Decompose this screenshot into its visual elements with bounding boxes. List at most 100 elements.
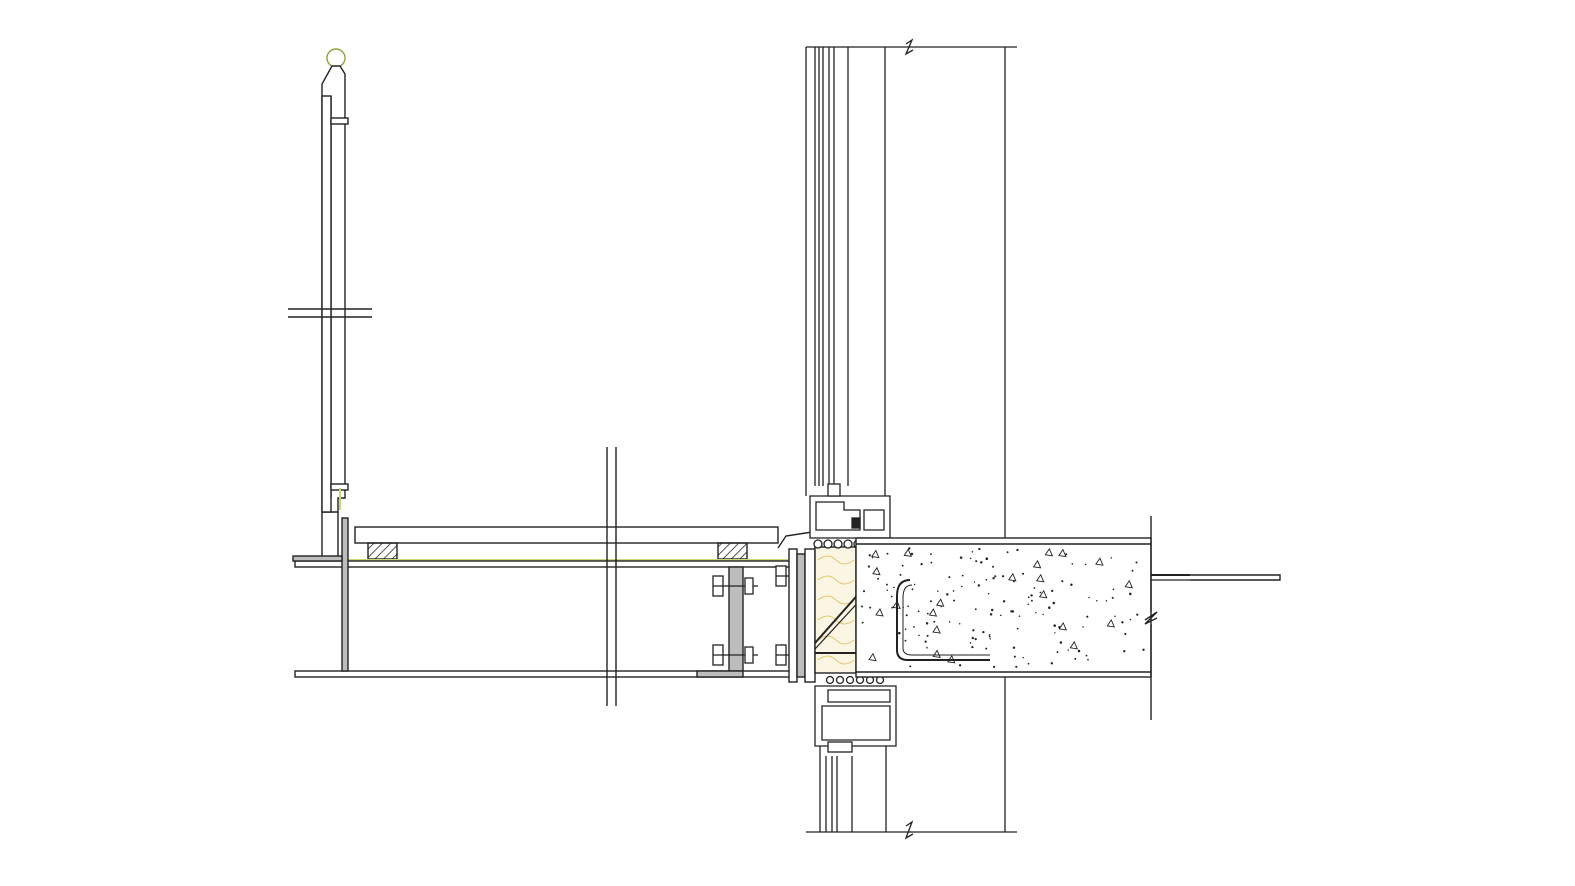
aggregate-stone <box>903 548 912 557</box>
aggregate-stone <box>1069 640 1079 650</box>
aggregate-stone <box>868 652 877 662</box>
aggregate-dot <box>1056 651 1059 654</box>
aggregate-dot <box>1114 615 1116 617</box>
lower-head-profile <box>814 685 897 747</box>
bolt-lower-left <box>712 644 758 666</box>
aggregate-stone <box>1095 557 1104 566</box>
aggregate-dot <box>1030 599 1033 602</box>
aggregate-dot <box>1111 596 1114 599</box>
aggregate-dot <box>1027 603 1030 606</box>
aggregate-dot <box>992 565 994 568</box>
concrete-floor-slab <box>855 516 1281 720</box>
aggregate-dot <box>994 575 997 578</box>
aggregate-dot <box>877 577 880 580</box>
connection-plates <box>777 531 816 683</box>
slab-reinforcing-bar <box>1190 574 1281 581</box>
aggregate-dot <box>1022 656 1025 659</box>
aggregate-dot <box>920 562 923 566</box>
aggregate-dot <box>937 590 939 592</box>
concrete-aggregate <box>861 547 1145 669</box>
aggregate-dot <box>972 629 975 632</box>
aggregate-dot <box>1087 658 1089 661</box>
aggregate-dot <box>904 639 907 642</box>
window-frame-upper <box>805 38 1017 549</box>
aggregate-dot <box>1059 641 1063 644</box>
aggregate-dot <box>953 599 955 602</box>
aggregate-dot <box>993 665 996 669</box>
aggregate-dot <box>1053 624 1056 627</box>
aggregate-dot <box>1016 548 1019 552</box>
slab-break-symbol <box>1144 611 1158 625</box>
aggregate-dot <box>1022 572 1025 575</box>
aggregate-stone <box>1008 572 1017 582</box>
aggregate-dot <box>901 564 904 567</box>
aggregate-dot <box>977 584 980 587</box>
aggregate-dot <box>905 614 908 617</box>
aggregate-dot <box>1048 606 1050 608</box>
aggregate-dot <box>868 554 871 557</box>
aggregate-dot <box>1110 557 1113 559</box>
deck-support-pad-right <box>717 542 748 560</box>
aggregate-dot <box>948 621 951 623</box>
aggregate-stone <box>892 600 901 609</box>
aggregate-dot <box>1027 662 1030 665</box>
aggregate-stone <box>1124 579 1133 589</box>
aggregate-dot <box>1136 613 1139 616</box>
aggregate-dot <box>886 552 889 555</box>
aggregate-dot <box>909 665 912 668</box>
aggregate-stone <box>1035 573 1045 583</box>
aggregate-dot <box>961 574 964 577</box>
aggregate-dot <box>1042 613 1044 616</box>
deck-flashing <box>777 531 813 549</box>
aggregate-dot <box>978 547 981 551</box>
aggregate-dot <box>1129 618 1132 621</box>
aggregate-dot <box>911 588 914 591</box>
aggregate-dot <box>1065 553 1068 556</box>
balcony-deck-plank <box>354 526 779 544</box>
aggregate-dot <box>902 606 904 609</box>
aggregate-dot <box>933 620 936 623</box>
aggregate-dot <box>980 561 983 564</box>
aggregate-dot <box>898 631 901 635</box>
aggregate-dot <box>1131 569 1134 572</box>
aggregate-dot <box>1000 614 1002 617</box>
window-frame-lower <box>806 675 1017 840</box>
aggregate-dot <box>961 585 963 588</box>
aggregate-dot <box>989 638 992 640</box>
aggregate-dot <box>869 606 872 609</box>
aggregate-dot <box>1051 589 1054 593</box>
aggregate-stone <box>875 607 884 617</box>
aggregate-stone <box>871 549 880 559</box>
aggregate-stone <box>947 654 956 664</box>
aggregate-dot <box>1123 650 1126 653</box>
aggregate-dot <box>985 647 988 650</box>
aggregate-dot <box>1096 600 1098 602</box>
aggregate-dot <box>924 640 927 643</box>
aggregate-dot <box>904 628 907 630</box>
aggregate-dot <box>867 565 871 568</box>
aggregate-dot <box>1018 615 1021 617</box>
aggregate-dot <box>1030 594 1033 597</box>
aggregate-dot <box>930 600 932 603</box>
aggregate-dot <box>1135 561 1138 564</box>
aggregate-dot <box>1039 591 1042 594</box>
guardrail-top-rail-cap <box>326 48 346 68</box>
balcony-deck <box>295 526 790 561</box>
aggregate-dot <box>862 590 866 593</box>
aggregate-dot <box>988 635 991 638</box>
slab-hook-bar <box>896 579 990 661</box>
aggregate-dot <box>971 645 974 649</box>
aggregate-dot <box>926 634 929 637</box>
aggregate-stone <box>928 608 938 617</box>
aggregate-stone <box>1058 548 1067 558</box>
aggregate-dot <box>886 583 888 586</box>
aggregate-dot <box>1054 632 1056 634</box>
aggregate-dot <box>1067 649 1069 651</box>
aggregate-dot <box>908 547 911 550</box>
guardrail-bracket-upper <box>330 117 349 125</box>
aggregate-stone <box>932 625 941 634</box>
aggregate-dot <box>1052 601 1056 605</box>
aggregate-dot <box>1012 580 1015 583</box>
aggregate-stone <box>872 566 881 576</box>
aggregate-dot <box>925 622 929 625</box>
